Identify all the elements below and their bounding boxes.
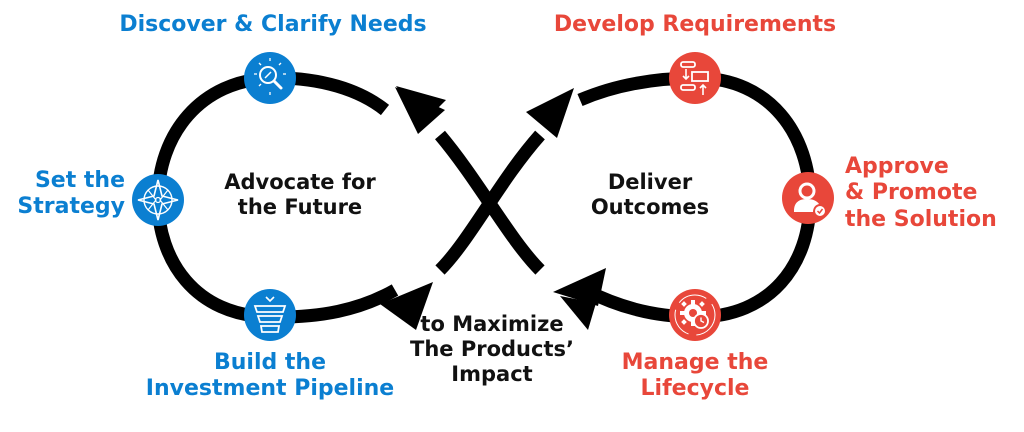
center-caption-line: to Maximize	[420, 312, 564, 336]
stage-label-line: & Promote	[845, 180, 978, 206]
center-caption: to Maximize The Products’ Impact	[392, 312, 592, 388]
stage-label-line: Build the	[213, 350, 327, 375]
stage-label-strategy: Set the Strategy	[0, 168, 125, 221]
stage-label-line: Manage the	[621, 350, 769, 375]
stage-label-line: Develop Requirements	[553, 12, 837, 37]
left-loop-title-line: Advocate for	[224, 170, 376, 194]
stage-label-approve: Approve & Promote the Solution	[845, 154, 1020, 233]
stage-label-line: Discover & Clarify Needs	[119, 12, 427, 37]
discover-icon	[244, 52, 296, 104]
crossing-stroke-up-left	[435, 130, 545, 275]
strategy-icon	[132, 174, 184, 226]
stage-label-line: Approve	[845, 154, 949, 179]
stage-label-requirements: Develop Requirements	[540, 12, 850, 38]
stage-label-line: Investment Pipeline	[145, 376, 395, 402]
stage-label-line: Strategy	[17, 194, 125, 220]
left-loop-title: Advocate for the Future	[205, 170, 395, 220]
right-loop-title: Deliver Outcomes	[565, 170, 735, 220]
lifecycle-icon	[669, 289, 721, 341]
center-caption-line: Impact	[451, 362, 533, 387]
approve-icon	[782, 172, 834, 224]
arrowhead-cross-up-right	[526, 88, 574, 138]
stage-label-line: Set the	[34, 168, 125, 193]
stage-label-pipeline: Build the Investment Pipeline	[130, 350, 410, 403]
right-loop-title-line: Outcomes	[590, 195, 710, 220]
arrowhead-right-bottom	[553, 268, 606, 306]
arrowhead-left-bottom	[380, 282, 433, 330]
center-caption-line: The Products’	[410, 337, 574, 362]
requirements-icon	[669, 52, 721, 104]
right-loop-title-line: Deliver	[607, 170, 693, 194]
left-loop-title-line: the Future	[237, 195, 363, 220]
stage-label-lifecycle: Manage the Lifecycle	[600, 350, 790, 403]
arrowhead-cross-up-left	[395, 87, 445, 134]
stage-label-line: the Solution	[845, 206, 997, 232]
stage-label-discover: Discover & Clarify Needs	[118, 12, 428, 38]
pipeline-icon	[244, 289, 296, 341]
stage-label-line: Lifecycle	[640, 376, 750, 402]
